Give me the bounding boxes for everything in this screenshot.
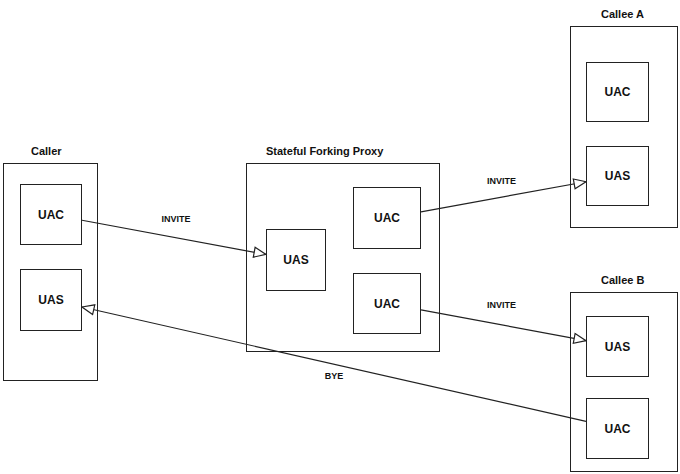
message-arrow: [82, 220, 266, 254]
agent-label: UAS: [283, 253, 308, 267]
agent-label: UAC: [374, 211, 400, 225]
agent-label: UAC: [605, 422, 631, 436]
message-label: INVITE: [485, 176, 518, 186]
message-arrow: [82, 307, 586, 421]
message-arrow: [421, 182, 586, 212]
agent-box: UAC: [586, 62, 649, 122]
entity-box: Callee BUASUAC: [570, 292, 678, 472]
agent-label: UAC: [605, 85, 631, 99]
entity-heading: Callee B: [601, 274, 644, 286]
agent-label: UAS: [605, 340, 630, 354]
entity-heading: Caller: [31, 145, 62, 157]
agent-label: UAS: [38, 293, 63, 307]
agent-label: UAC: [38, 208, 64, 222]
agent-label: UAC: [374, 297, 400, 311]
entity-box: Stateful Forking ProxyUASUACUAC: [246, 163, 440, 352]
agent-box: UAS: [266, 229, 326, 291]
agent-box: UAS: [586, 146, 649, 206]
agent-box: UAC: [353, 187, 421, 249]
message-label: INVITE: [485, 300, 518, 310]
entity-box: CallerUACUAS: [3, 163, 98, 381]
agent-box: UAC: [586, 398, 649, 459]
message-arrow: [421, 310, 586, 341]
agent-label: UAS: [605, 169, 630, 183]
entity-heading: Stateful Forking Proxy: [266, 145, 383, 157]
entity-heading: Callee A: [601, 8, 644, 20]
message-label: INVITE: [159, 214, 192, 224]
agent-box: UAC: [353, 273, 421, 334]
message-label: BYE: [323, 371, 346, 381]
agent-box: UAC: [20, 184, 82, 245]
agent-box: UAS: [20, 269, 82, 331]
entity-box: Callee AUACUAS: [570, 26, 678, 228]
agent-box: UAS: [586, 316, 649, 377]
